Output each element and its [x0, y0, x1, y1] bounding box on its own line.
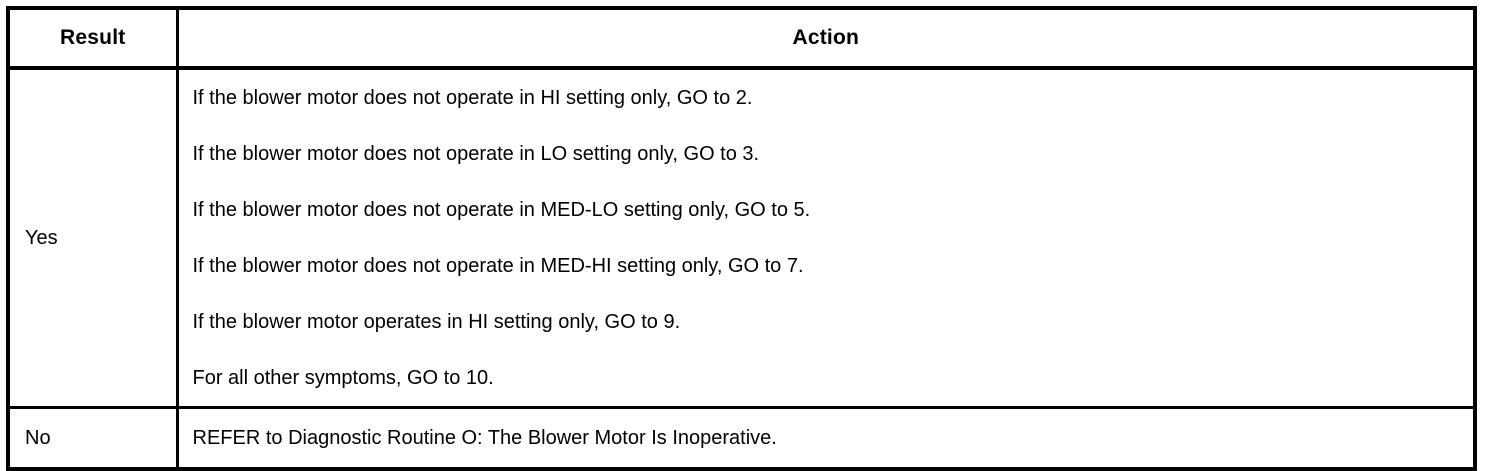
- column-header-action: Action: [177, 8, 1475, 70]
- action-item: For all other symptoms, GO to 10.: [192, 367, 494, 389]
- action-item: If the blower motor does not operate in …: [192, 87, 753, 109]
- table-header-row: Result Action: [8, 8, 1475, 70]
- action-item: REFER to Diagnostic Routine O: The Blowe…: [192, 427, 777, 449]
- table-body: Yes If the blower motor does not operate…: [8, 68, 1475, 469]
- table-row: Yes If the blower motor does not operate…: [8, 68, 1475, 408]
- action-item: If the blower motor does not operate in …: [192, 255, 804, 277]
- table-header: Result Action: [8, 8, 1475, 70]
- table-row: No REFER to Diagnostic Routine O: The Bl…: [8, 406, 1475, 469]
- action-cell-no: REFER to Diagnostic Routine O: The Blowe…: [177, 406, 1475, 469]
- action-cell-yes: If the blower motor does not operate in …: [177, 68, 1475, 408]
- result-cell-yes: Yes: [8, 68, 179, 408]
- action-list: If the blower motor does not operate in …: [193, 70, 1474, 406]
- diagnostic-result-action-table: Result Action Yes If the blower motor do…: [6, 6, 1477, 471]
- column-header-result: Result: [8, 8, 179, 70]
- action-item: If the blower motor does not operate in …: [192, 199, 811, 221]
- result-cell-no: No: [8, 406, 179, 469]
- action-item: If the blower motor operates in HI setti…: [192, 311, 681, 333]
- action-item: If the blower motor does not operate in …: [192, 143, 760, 165]
